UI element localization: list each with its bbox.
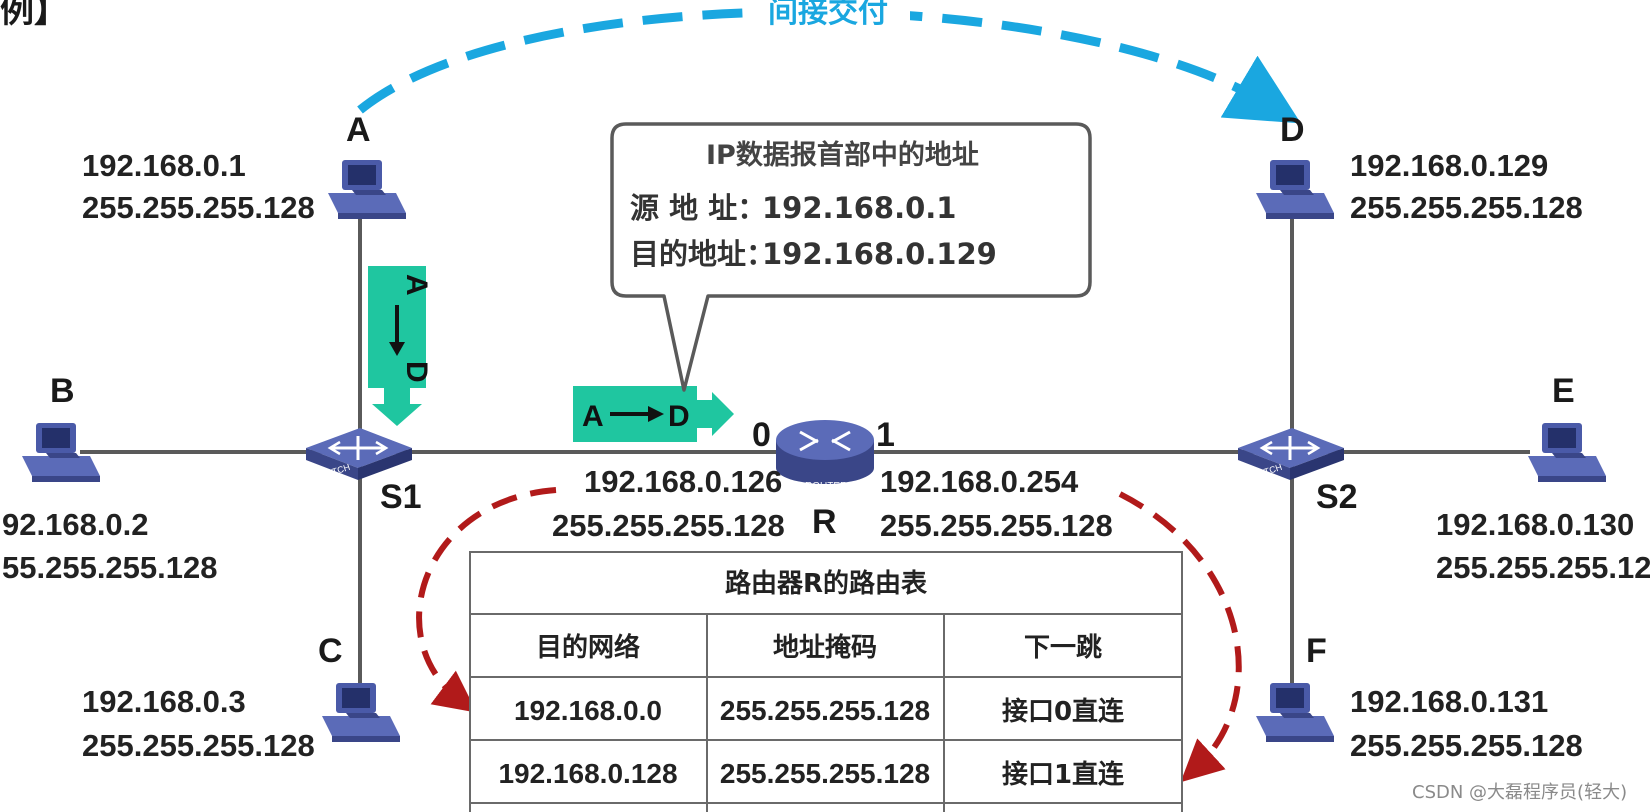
host-label: C — [318, 632, 343, 670]
router-if1-mask: 255.255.255.128 — [880, 508, 1113, 543]
host-E: E 192.168.0.130 255.255.255.128 — [1436, 372, 1650, 585]
host-ip: 92.168.0.2 — [2, 507, 149, 542]
host-label: D — [1280, 111, 1305, 149]
packet-from: A — [400, 274, 433, 296]
switch-S2: SWITCH S2 — [1238, 428, 1358, 516]
host-label: B — [50, 372, 75, 410]
watermark: CSDN @大磊程序员(轻大) — [1412, 782, 1627, 803]
column-header: 下一跳 — [1024, 633, 1102, 663]
bubble-src-value: 192.168.0.1 — [762, 191, 956, 225]
host-F: F 192.168.0.131 255.255.255.128 — [1256, 632, 1583, 763]
host-ip: 192.168.0.129 — [1350, 148, 1548, 183]
host-ip: 192.168.0.130 — [1436, 507, 1634, 542]
packet-from: A — [582, 400, 604, 433]
host-mask: 255.255.255.128 — [82, 190, 315, 225]
table-cell: 255.255.255.128 — [720, 695, 930, 726]
router-label: R — [812, 503, 837, 541]
host-mask: 255.255.255.128 — [1350, 728, 1583, 763]
bubble-dst-label: 目的地址： — [630, 237, 775, 271]
host-label: A — [346, 111, 371, 149]
packet-arrow-vertical: A D — [368, 266, 433, 426]
table-cell: 192.168.0.0 — [514, 695, 662, 726]
switch-icon: SWITCH — [306, 428, 412, 482]
host-mask: 255.255.255.128 — [1436, 550, 1650, 585]
pc-icon — [1256, 160, 1334, 219]
packet-to: D — [400, 361, 433, 383]
switch-S1: SWITCH S1 — [306, 428, 422, 516]
host-label: E — [1552, 372, 1575, 410]
router-if1-label: 1 — [876, 416, 895, 454]
host-B: B 92.168.0.2 55.255.255.128 — [2, 372, 218, 585]
host-mask: 55.255.255.128 — [2, 550, 218, 585]
bubble-title: IP数据报首部中的地址 — [706, 139, 979, 171]
host-mask: 255.255.255.128 — [1350, 190, 1583, 225]
table-cell: 接口1直连 — [1002, 760, 1125, 790]
host-D: D 192.168.0.129 255.255.255.128 — [1256, 111, 1583, 225]
router-if0-ip: 192.168.0.126 — [584, 464, 782, 499]
pc-icon — [1528, 423, 1606, 482]
column-header: 目的网络 — [536, 632, 640, 663]
router-device-text: ROUTER — [805, 481, 847, 492]
table-cell: 255.255.255.128 — [720, 758, 930, 789]
host-ip: 192.168.0.3 — [82, 684, 246, 719]
host-ip: 192.168.0.131 — [1350, 684, 1548, 719]
bubble-dst-value: 192.168.0.129 — [762, 237, 997, 271]
column-header: 地址掩码 — [773, 633, 877, 663]
indirect-delivery-label: 间接交付 — [768, 0, 888, 30]
pc-icon — [1256, 683, 1334, 742]
table-cell: 192.168.0.128 — [498, 758, 677, 789]
lookup-arrow-right — [1118, 491, 1242, 783]
router-R: ROUTER R 0 1 192.168.0.126 255.255.255.1… — [552, 416, 1113, 543]
router-icon: ROUTER — [776, 420, 874, 492]
router-if0-label: 0 — [752, 416, 771, 454]
lookup-arrow-left — [416, 487, 557, 713]
pc-icon — [328, 160, 406, 219]
network-links — [80, 215, 1530, 690]
packet-arrow-horizontal: A D — [573, 386, 734, 442]
corner-text: 例】 — [0, 0, 68, 30]
pc-icon — [322, 683, 400, 742]
host-ip: 192.168.0.1 — [82, 148, 246, 183]
table-cell: 接口0直连 — [1002, 697, 1125, 727]
routing-table: 路由器R的路由表 目的网络 地址掩码 下一跳 192.168.0.0 255.2… — [469, 551, 1183, 812]
host-A: A 192.168.0.1 255.255.255.128 — [82, 111, 406, 225]
bubble-src-label: 源 地 址： — [630, 191, 766, 225]
host-C: C 192.168.0.3 255.255.255.128 — [82, 632, 400, 763]
ip-header-bubble: IP数据报首部中的地址 源 地 址： 192.168.0.1 目的地址： 192… — [610, 122, 1092, 392]
router-if0-mask: 255.255.255.128 — [552, 508, 785, 543]
switch-label: S2 — [1316, 478, 1358, 516]
host-label: F — [1306, 632, 1327, 670]
switch-icon: SWITCH — [1238, 428, 1344, 482]
router-if1-ip: 192.168.0.254 — [880, 464, 1079, 499]
packet-to: D — [668, 400, 690, 433]
switch-label: S1 — [380, 478, 422, 516]
routing-table-title: 路由器R的路由表 — [725, 568, 928, 599]
host-mask: 255.255.255.128 — [82, 728, 315, 763]
